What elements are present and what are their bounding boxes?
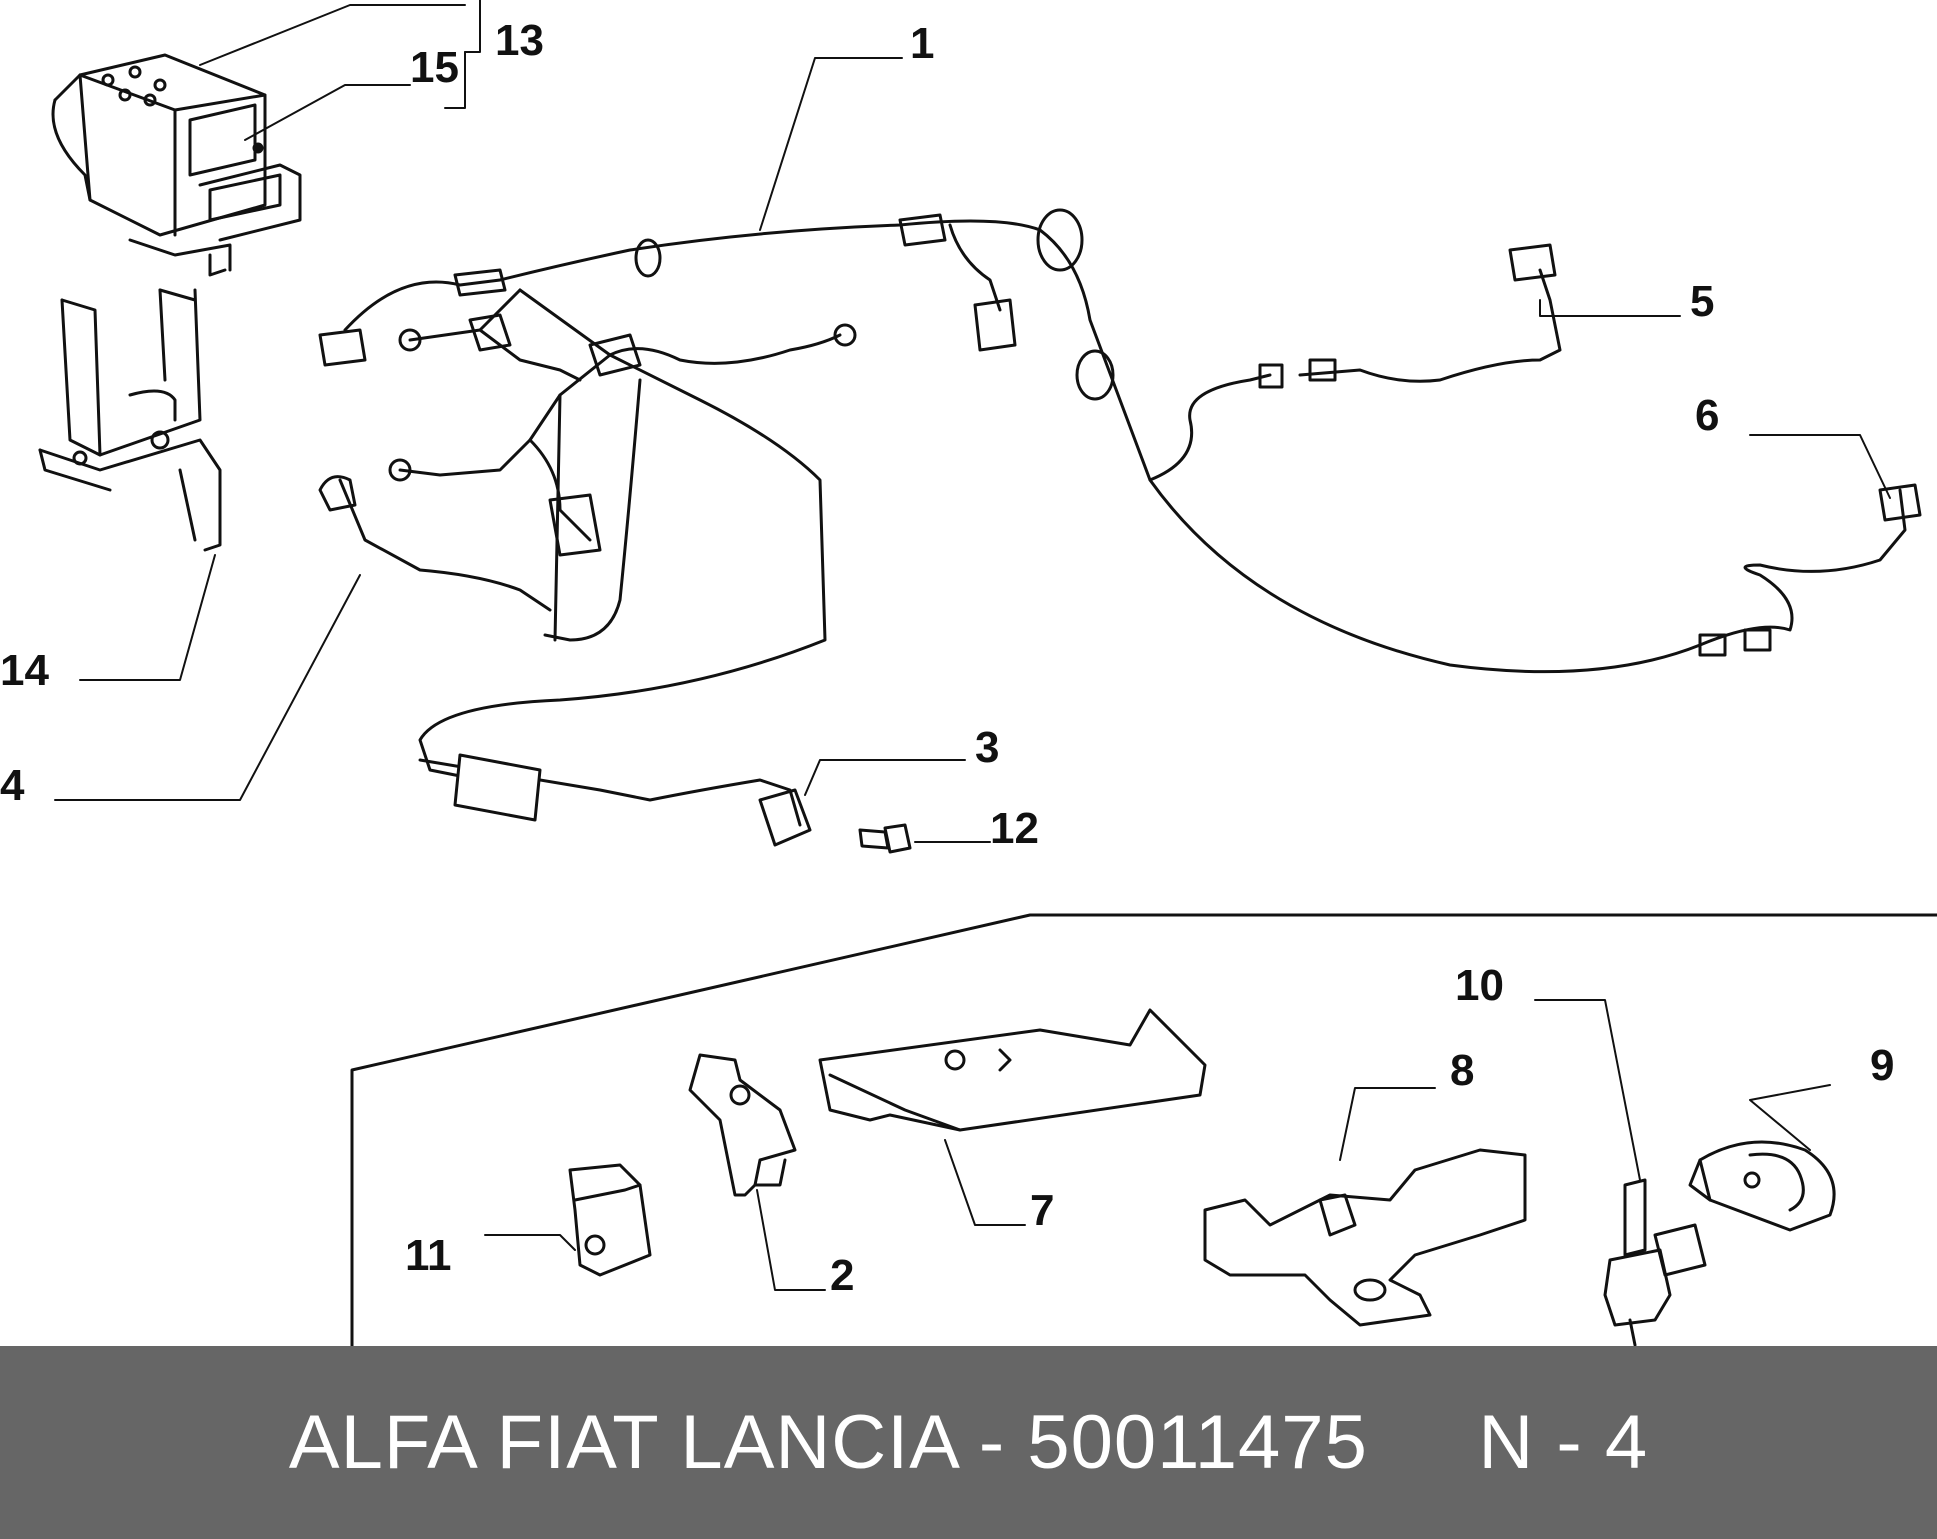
- callout-12: 12: [990, 804, 1039, 853]
- parts-diagram: 1 2 3 4 5 6 7 8 9 10 11 12 13 14 15: [0, 0, 1937, 1346]
- callout-5: 5: [1690, 277, 1714, 326]
- callout-10: 10: [1455, 961, 1504, 1010]
- clamp-9-illustration: [1688, 1140, 1836, 1232]
- footer-separator: -: [978, 1400, 1006, 1485]
- bracket-7-illustration: [818, 1008, 1207, 1132]
- abs-control-unit-illustration: [51, 53, 302, 277]
- callout-labels: 1 2 3 4 5 6 7 8 9 10 11 12 13 14 15: [0, 16, 1894, 1300]
- callout-14: 14: [0, 646, 49, 695]
- footer-part-number: 50011475: [1027, 1400, 1368, 1485]
- callout-3: 3: [975, 723, 999, 772]
- bolt-12-illustration: [858, 823, 912, 854]
- bracket-8-illustration: [1203, 1148, 1527, 1327]
- callout-4: 4: [0, 761, 25, 810]
- callout-2: 2: [830, 1251, 854, 1300]
- footer-brand: ALFA FIAT LANCIA: [288, 1400, 957, 1485]
- callout-13: 13: [495, 16, 544, 65]
- footer-bar: ALFA FIAT LANCIA - 50011475 N - 4: [0, 1346, 1937, 1539]
- callout-7: 7: [1030, 1186, 1054, 1235]
- wiring-harness-illustration: [338, 219, 1907, 827]
- bracket-2-illustration: [688, 1053, 797, 1197]
- callout-1: 1: [910, 19, 934, 68]
- footer-suffix: N - 4: [1478, 1400, 1649, 1485]
- footer-caption: ALFA FIAT LANCIA - 50011475 N - 4: [289, 1399, 1648, 1486]
- callout-9: 9: [1870, 1041, 1894, 1090]
- bracket-14-illustration: [38, 288, 222, 552]
- clip-11-illustration: [568, 1163, 652, 1277]
- callout-11: 11: [405, 1231, 452, 1280]
- inset-frame: [350, 913, 1937, 1346]
- callout-6: 6: [1695, 391, 1719, 440]
- leader-lines: [54, 0, 1891, 1291]
- callout-15: 15: [410, 43, 459, 92]
- callout-8: 8: [1450, 1046, 1474, 1095]
- connectors-illustration: [318, 208, 1922, 847]
- sensor-10-illustration: [1603, 1178, 1707, 1346]
